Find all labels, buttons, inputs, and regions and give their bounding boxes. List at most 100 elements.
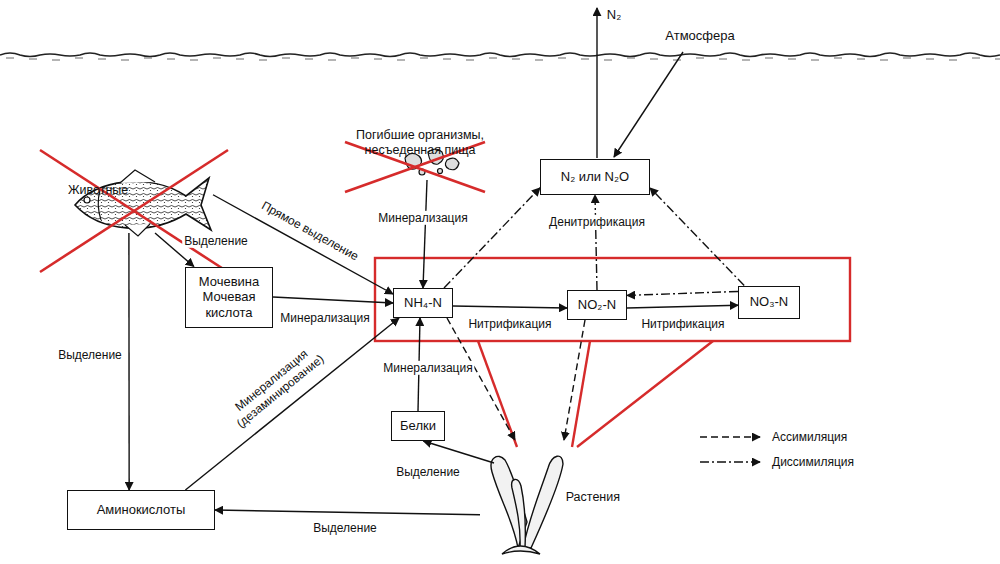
water-texture-stroke [949, 60, 957, 61]
water-texture-stroke [788, 59, 796, 60]
water-texture-stroke [443, 59, 451, 60]
water-texture-stroke [420, 58, 428, 59]
flow-arrow [423, 441, 494, 463]
node-text: Белки [400, 418, 436, 434]
free-label: Атмосфера [663, 28, 736, 44]
water-texture-stroke [374, 59, 382, 60]
process-box: NH₄-N [393, 288, 453, 318]
edge-label: Нитрификация [466, 317, 553, 331]
legend-sample-dissimilation [700, 461, 760, 462]
process-box: Белки [391, 411, 445, 441]
water-texture-stroke [259, 60, 267, 61]
water-texture-stroke [121, 60, 129, 61]
node-text: Аминокислоты [97, 502, 186, 518]
process-box: Мочевина Мочевая кислота [185, 267, 273, 328]
water-texture-stroke [6, 58, 14, 59]
cross-out-mark [40, 142, 485, 272]
water-texture-stroke [926, 59, 934, 60]
edge-label: Выделение [56, 348, 124, 362]
flow-arrow [423, 180, 427, 288]
water-texture-stroke [627, 58, 635, 59]
water-texture-stroke [811, 60, 819, 61]
edge-label: Прямое выделение [257, 197, 362, 264]
edge-label: Минерализация [381, 361, 474, 375]
fish-figure [75, 170, 211, 236]
flow-arrow [595, 195, 597, 290]
edge-label: Выделение [311, 521, 379, 535]
n2-release-arrow [596, 8, 597, 158]
node-text: N₂ или N₂O [561, 169, 629, 185]
node-text: Мочевина Мочевая кислота [194, 274, 264, 321]
water-texture-stroke [190, 60, 198, 61]
node-text: NO₂-N [578, 297, 616, 313]
water-texture-stroke [558, 58, 566, 59]
water-texture-stroke [834, 58, 842, 59]
flow-arrow [273, 297, 393, 303]
atmosphere-arrow [614, 52, 683, 157]
flow-arrow [627, 305, 738, 308]
dead-matter-figure: Погибшие организмы, несъеденная пища [350, 106, 490, 180]
water-texture-stroke [351, 58, 359, 59]
water-texture-stroke [880, 60, 888, 61]
water-texture [6, 58, 1000, 60]
water-texture-stroke [972, 58, 980, 59]
water-texture-stroke [581, 59, 589, 60]
node-text: Растения [566, 490, 620, 505]
node-text: NH₄-N [404, 295, 442, 311]
water-texture-stroke [650, 59, 658, 60]
water-texture-stroke [696, 58, 704, 59]
flow-arrow [215, 510, 480, 515]
water-texture-stroke [236, 59, 244, 60]
edge-label: Минерализация [376, 211, 469, 225]
flow-arrow [627, 291, 738, 295]
node-text: NO₃-N [750, 294, 789, 310]
water-texture-stroke [535, 60, 543, 61]
legend-sample-assimilation [700, 436, 760, 437]
node-text: Погибшие организмы, несъеденная пища [350, 128, 490, 158]
water-texture-stroke [719, 59, 727, 60]
water-texture-stroke [75, 58, 83, 59]
process-box: N₂ или N₂O [540, 159, 650, 195]
water-texture-stroke [765, 58, 773, 59]
water-texture-stroke [167, 59, 175, 60]
edge-label: Денитрификация [547, 215, 647, 229]
flow-arrow [447, 318, 515, 440]
edge-label: Минерализация [278, 311, 371, 325]
water-texture-stroke [742, 60, 750, 61]
water-texture-stroke [305, 59, 313, 60]
water-texture-stroke [857, 59, 865, 60]
water-texture-stroke [213, 58, 221, 59]
water-texture-stroke [29, 59, 37, 60]
animal-figure: Животные [68, 148, 213, 233]
plant-figure-node: Растения [480, 440, 620, 555]
water-texture-stroke [282, 58, 290, 59]
flow-arrow [444, 188, 540, 288]
water-texture-stroke [489, 58, 497, 59]
flow-arrow [453, 306, 567, 308]
plant-figure [491, 456, 563, 554]
edge-label: Выделение [394, 465, 462, 479]
free-label: N₂ [605, 7, 623, 23]
edge-label: Нитрификация [639, 317, 726, 331]
water-texture-stroke [144, 58, 152, 59]
flow-arrow [650, 188, 744, 286]
process-box: NO₂-N [567, 290, 627, 320]
water-texture-stroke [328, 60, 336, 61]
water-texture-stroke [466, 60, 474, 61]
flow-arrow [185, 318, 399, 490]
legend-text: Диссимиляция [770, 455, 856, 469]
edge-label: Минерализация (дезаминирование) [222, 338, 330, 433]
edge-label: Выделение [182, 234, 250, 248]
flow-arrow [564, 320, 585, 440]
process-box: Аминокислоты [67, 490, 215, 530]
legend-text: Ассимиляция [770, 430, 849, 444]
water-texture-stroke [604, 60, 612, 61]
node-text: Животные [68, 183, 128, 198]
water-texture-stroke [52, 60, 60, 61]
water-texture-stroke [512, 59, 520, 60]
water-texture-stroke [98, 59, 106, 60]
water-texture-stroke [995, 59, 1000, 60]
water-surface [0, 53, 1000, 57]
